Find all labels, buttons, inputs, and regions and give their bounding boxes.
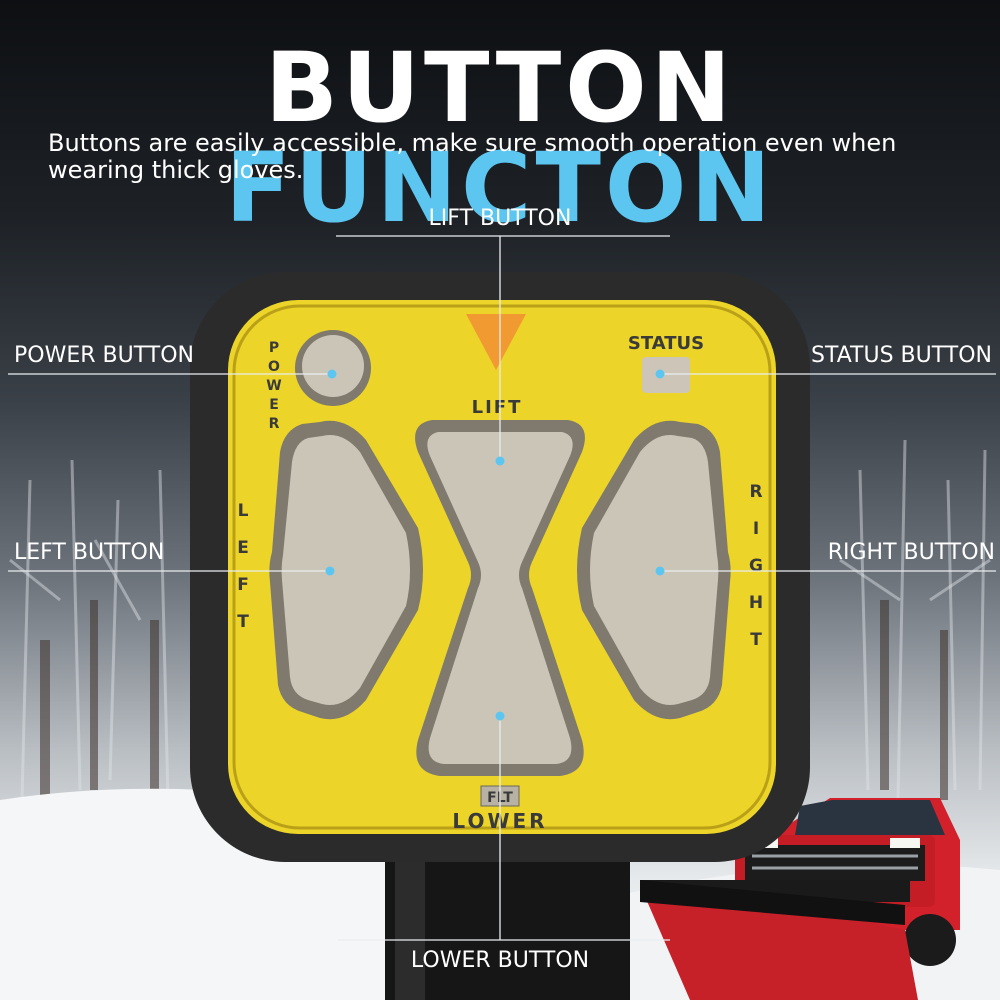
callout-dots: [325, 369, 665, 721]
power-button[interactable]: [295, 330, 371, 406]
page-title: BUTTON FUNCTON: [0, 38, 1000, 238]
lift-button-callout: LIFT BUTTON: [428, 206, 572, 231]
subtitle: Buttons are easily accessible, make sure…: [48, 129, 897, 184]
lift-arrow-icon: [466, 314, 526, 370]
right-button[interactable]: [577, 420, 731, 720]
left-button[interactable]: [269, 420, 423, 720]
title-word-2: FUNCTON: [225, 132, 775, 244]
left-button-callout: LEFT BUTTON: [14, 540, 165, 565]
power-button-callout: POWER BUTTON: [14, 343, 194, 368]
lower-button-callout: LOWER BUTTON: [410, 948, 590, 973]
lift-lower-button[interactable]: [415, 420, 585, 776]
lift-label-text: LIFT: [472, 397, 523, 418]
status-label-text: STATUS: [628, 333, 704, 354]
callout-lines: [8, 235, 996, 941]
lower-label-text: LOWER: [452, 809, 547, 833]
controller-handle: [385, 860, 630, 1000]
right-button-callout: RIGHT BUTTON: [827, 540, 995, 565]
title-word-1: BUTTON: [264, 32, 736, 144]
status-button-callout: STATUS BUTTON: [811, 343, 992, 368]
status-led: [642, 357, 690, 393]
